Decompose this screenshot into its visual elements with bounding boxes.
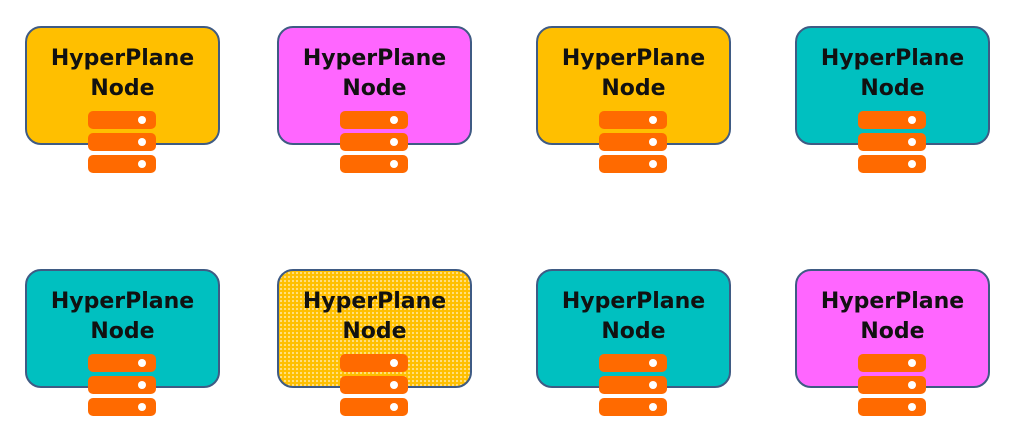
hyperplane-node-6: HyperPlane Node (277, 269, 472, 429)
node-label-line1: HyperPlane (561, 46, 706, 71)
server-rack-icon (858, 111, 926, 175)
hyperplane-node-1: HyperPlane Node (25, 26, 220, 186)
server-rack-icon (340, 354, 408, 418)
server-rack-icon (88, 354, 156, 418)
node-label: HyperPlane Node (536, 44, 731, 104)
node-label: HyperPlane Node (277, 44, 472, 104)
server-rack-icon (599, 354, 667, 418)
server-rack-icon (88, 111, 156, 175)
node-label-line2: Node (90, 319, 155, 344)
node-label: HyperPlane Node (25, 44, 220, 104)
node-label: HyperPlane Node (795, 287, 990, 347)
node-label-line1: HyperPlane (50, 46, 195, 71)
node-label-line2: Node (90, 76, 155, 101)
node-label-line2: Node (342, 319, 407, 344)
server-rack-icon (340, 111, 408, 175)
node-label-line2: Node (601, 319, 666, 344)
node-label-line1: HyperPlane (820, 289, 965, 314)
node-label-line1: HyperPlane (50, 289, 195, 314)
node-label-line1: HyperPlane (561, 289, 706, 314)
hyperplane-node-8: HyperPlane Node (795, 269, 990, 429)
node-label: HyperPlane Node (25, 287, 220, 347)
server-rack-icon (599, 111, 667, 175)
node-label-line2: Node (342, 76, 407, 101)
node-label-line2: Node (601, 76, 666, 101)
hyperplane-node-5: HyperPlane Node (25, 269, 220, 429)
node-label-line1: HyperPlane (820, 46, 965, 71)
node-label-line2: Node (860, 76, 925, 101)
hyperplane-node-2: HyperPlane Node (277, 26, 472, 186)
node-label: HyperPlane Node (536, 287, 731, 347)
node-label-line2: Node (860, 319, 925, 344)
hyperplane-node-4: HyperPlane Node (795, 26, 990, 186)
node-label-line1: HyperPlane (302, 289, 447, 314)
node-label-line1: HyperPlane (302, 46, 447, 71)
server-rack-icon (858, 354, 926, 418)
hyperplane-node-3: HyperPlane Node (536, 26, 731, 186)
node-label: HyperPlane Node (795, 44, 990, 104)
node-label: HyperPlane Node (277, 287, 472, 347)
hyperplane-node-7: HyperPlane Node (536, 269, 731, 429)
